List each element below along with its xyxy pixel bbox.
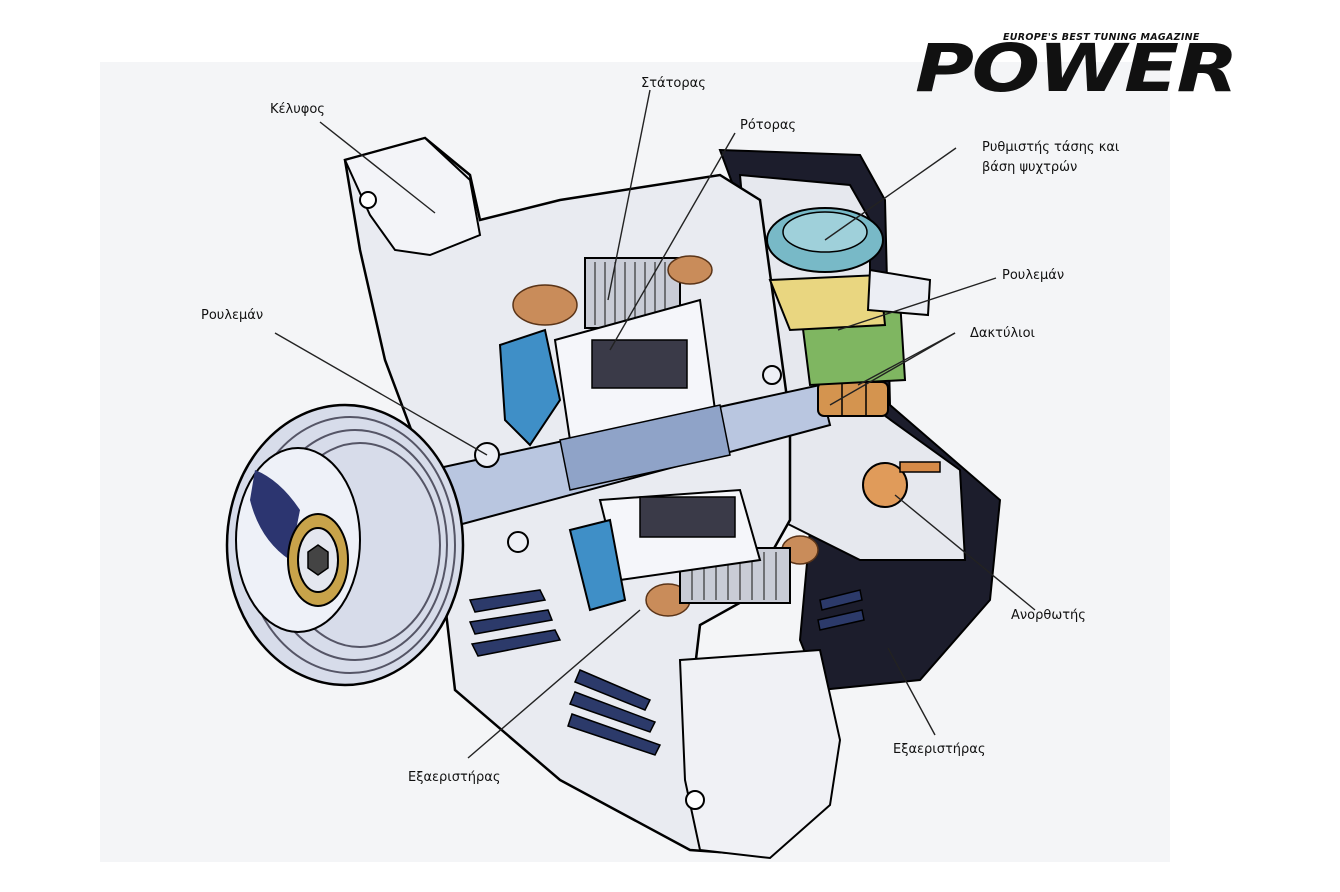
front-fan-blade-blue xyxy=(498,328,562,447)
pulley xyxy=(225,403,465,687)
label-slip-rings: Δακτύλιοι xyxy=(970,326,1035,341)
label-fan-rear: Εξαεριστήρας xyxy=(893,742,986,757)
label-housing: Κέλυφος xyxy=(270,102,325,117)
label-regulator-line1: Ρυθμιστής τάσης και xyxy=(982,140,1120,155)
label-rotor: Ρότορας xyxy=(740,118,797,133)
rotor-field-coil-lower xyxy=(639,496,736,538)
label-fan-front: Εξαεριστήρας xyxy=(408,770,501,785)
label-bearing-front: Ρουλεμάν xyxy=(201,308,264,323)
regulator-yellow-brushholder xyxy=(768,273,887,332)
shaft-knurl xyxy=(559,404,731,491)
slip-rings-shape xyxy=(817,381,889,417)
front-fan-blade-blue-lower xyxy=(568,518,627,612)
mounting-hole xyxy=(359,191,377,209)
label-regulator-line2: βάση ψυχτρών xyxy=(982,160,1078,175)
mounting-ear xyxy=(343,136,482,257)
rotor-field-coil xyxy=(591,339,688,389)
front-bearing-ball-lower xyxy=(507,531,529,553)
logo-tagline: EUROPE'S BEST TUNING MAGAZINE xyxy=(1003,32,1200,43)
label-bearing-rear: Ρουλεμάν xyxy=(1002,268,1065,283)
label-stator: Στάτορας xyxy=(641,76,706,91)
logo-wordmark: POWER xyxy=(915,30,1239,107)
heatsink-block xyxy=(866,268,932,317)
power-magazine-logo: EUROPE'S BEST TUNING MAGAZINE POWER xyxy=(915,32,1320,104)
front-fan-fins xyxy=(468,589,865,756)
rear-bearing-ball xyxy=(762,365,782,385)
mounting-hole-lower xyxy=(685,790,705,810)
mounting-foot xyxy=(678,648,842,860)
label-rectifier: Ανορθωτής xyxy=(1011,608,1086,623)
leader-lines xyxy=(274,89,1036,759)
